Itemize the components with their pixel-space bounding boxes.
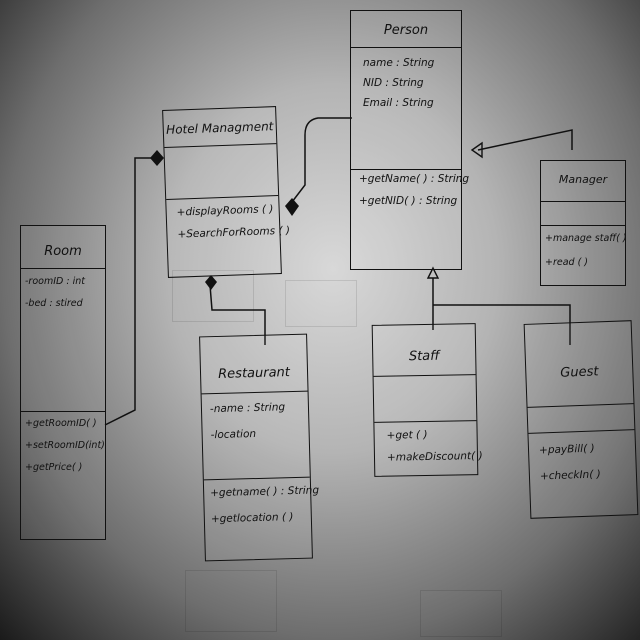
class-name: Person — [383, 23, 429, 38]
method: +getNID( ) : String — [359, 195, 458, 207]
person-hotel-link — [291, 117, 352, 203]
method: +getPrice( ) — [25, 462, 83, 473]
manager-person-link — [477, 129, 573, 151]
method: +displayRooms ( ) — [176, 203, 274, 219]
background-ghost — [420, 590, 502, 637]
class-hotel-management: Hotel Managment +displayRooms ( ) +Searc… — [162, 106, 290, 278]
method: +getname( ) : String — [210, 484, 320, 500]
background-ghost — [285, 280, 357, 327]
method: +setRoomID(int) — [25, 440, 105, 451]
class-staff: Staff +get ( ) +makeDiscount( ) — [371, 323, 483, 477]
method: +payBill( ) — [538, 442, 595, 457]
method: +manage staff( ) — [545, 233, 627, 244]
method: +getRoomID( ) — [25, 418, 97, 429]
background-ghost — [185, 570, 277, 632]
attribute: -location — [210, 427, 257, 442]
guest-person-link — [433, 304, 571, 345]
attribute: NID : String — [363, 77, 424, 89]
hotel-room-link — [104, 157, 160, 426]
method: +checkIn( ) — [539, 468, 601, 483]
class-name: Manager — [558, 173, 608, 186]
method: +getlocation ( ) — [210, 511, 294, 526]
method: +makeDiscount( ) — [386, 450, 483, 464]
background-ghost — [172, 270, 254, 322]
class-name: Room — [44, 244, 82, 259]
attribute: -name : String — [209, 401, 286, 416]
attribute: -bed : stired — [25, 298, 83, 309]
class-name: Restaurant — [217, 365, 291, 382]
hotel-restaurant-link — [209, 284, 266, 345]
inheritance-arrow — [470, 141, 483, 159]
class-name: Hotel Managment — [165, 119, 274, 137]
attribute: name : String — [363, 57, 435, 69]
class-name: Staff — [408, 348, 440, 365]
class-room: Room -roomID : int -bed : stired +getRoo… — [20, 225, 106, 540]
class-name: Guest — [560, 364, 599, 381]
class-restaurant: Restaurant -name : String -location +get… — [199, 333, 319, 562]
composition-diamond — [150, 150, 164, 166]
attribute: Email : String — [363, 97, 434, 109]
method: +read ( ) — [545, 257, 589, 268]
class-manager: Manager +manage staff( ) +read ( ) — [540, 160, 627, 286]
class-guest: Guest +payBill( ) +checkIn( ) — [523, 320, 639, 519]
attribute: -roomID : int — [25, 276, 85, 287]
method: +SearchForRooms ( ) — [177, 224, 291, 241]
method: +getName( ) : String — [359, 173, 470, 185]
class-person: Person name : String NID : String Email … — [350, 10, 469, 270]
inheritance-arrow — [426, 266, 440, 279]
composition-diamond — [205, 275, 217, 290]
composition-diamond — [285, 198, 299, 216]
method: +get ( ) — [386, 428, 428, 442]
